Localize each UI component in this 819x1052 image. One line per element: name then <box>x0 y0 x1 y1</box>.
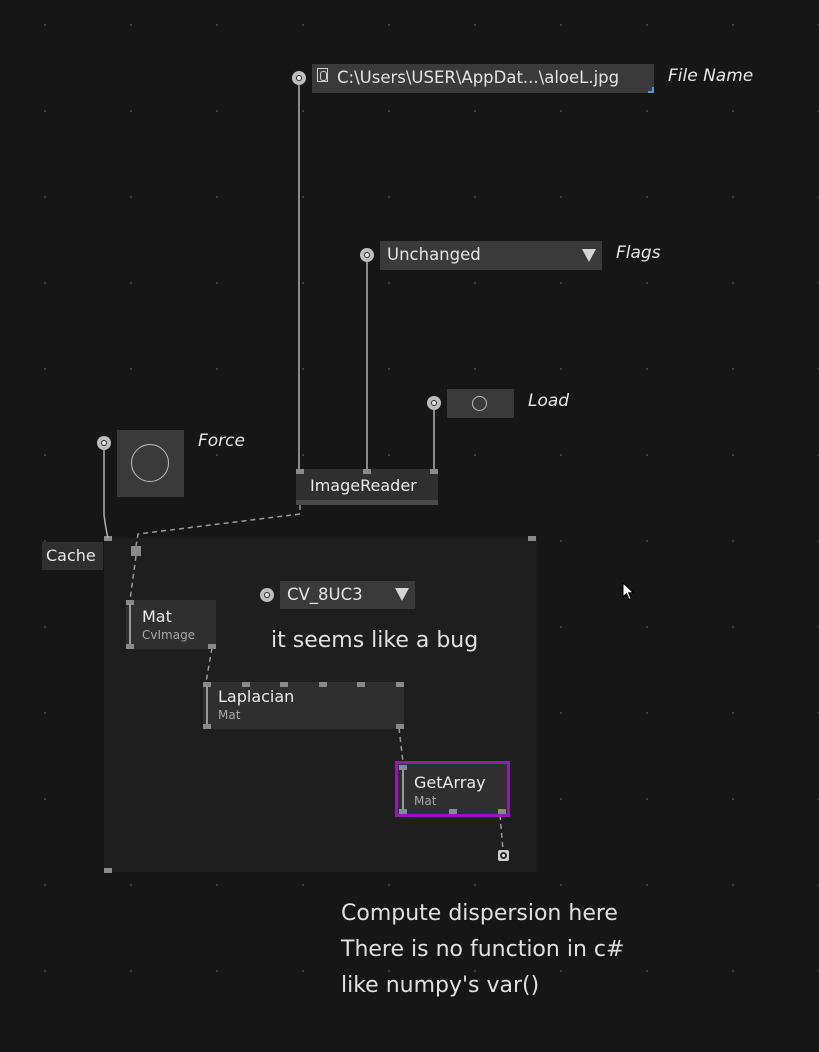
mat-subtitle: CvImage <box>142 628 196 642</box>
laplacian-node[interactable]: Laplacian Mat <box>203 682 404 729</box>
getarray-title: GetArray <box>414 773 486 792</box>
load-bang-button[interactable] <box>447 389 514 418</box>
laplacian-subtitle: Mat <box>218 708 241 722</box>
cache-output-pin[interactable] <box>498 850 509 861</box>
force-label: Force <box>198 431 245 451</box>
input-port[interactable] <box>203 682 211 687</box>
depth-dropdown[interactable]: CV_8UC3 <box>280 581 415 609</box>
dispersion-comment[interactable]: Compute dispersion here There is no func… <box>341 896 624 1004</box>
cache-region-corner <box>528 536 536 541</box>
bug-comment[interactable]: it seems like a bug <box>271 628 479 653</box>
cache-label[interactable]: Cache <box>42 542 103 570</box>
input-port[interactable] <box>363 469 371 474</box>
node-side-bar <box>206 686 208 724</box>
resize-handle[interactable] <box>648 87 654 93</box>
input-port[interactable] <box>296 469 304 474</box>
cache-region-corner <box>104 868 112 873</box>
comment-line: like numpy's var() <box>341 973 540 998</box>
load-label: Load <box>528 391 570 411</box>
dropdown-arrow-icon <box>395 588 409 601</box>
input-port[interactable] <box>280 682 288 687</box>
circle-icon <box>472 396 487 411</box>
input-port[interactable] <box>242 682 250 687</box>
output-port[interactable] <box>399 809 407 814</box>
output-port[interactable] <box>449 809 457 814</box>
flags-label: Flags <box>616 243 661 263</box>
file-icon <box>317 68 328 82</box>
input-port[interactable] <box>399 765 407 770</box>
output-port[interactable] <box>396 724 404 729</box>
image-reader-title: ImageReader <box>310 476 417 495</box>
mouse-cursor-icon <box>622 582 635 601</box>
force-pin[interactable] <box>97 436 111 450</box>
node-side-bar <box>402 769 404 809</box>
file-name-pin[interactable] <box>292 71 306 85</box>
flags-value: Unchanged <box>387 245 481 264</box>
comment-line: Compute dispersion here <box>341 901 618 926</box>
flags-pin[interactable] <box>360 248 374 262</box>
getarray-node[interactable]: GetArray Mat <box>395 761 510 817</box>
input-port[interactable] <box>430 469 438 474</box>
getarray-subtitle: Mat <box>414 794 437 808</box>
dropdown-arrow-icon <box>582 249 596 262</box>
cache-input-port[interactable] <box>104 536 112 541</box>
node-side-bar <box>129 604 131 644</box>
image-reader-node[interactable]: ImageReader <box>296 469 438 505</box>
cache-inner-port[interactable] <box>131 546 141 556</box>
output-port[interactable] <box>126 644 134 649</box>
input-port[interactable] <box>357 682 365 687</box>
force-bang-button[interactable] <box>117 430 184 497</box>
output-port[interactable] <box>498 809 506 814</box>
node-bottom-bar <box>296 500 438 505</box>
circle-icon <box>131 444 169 482</box>
input-port[interactable] <box>396 682 404 687</box>
output-port[interactable] <box>203 724 211 729</box>
file-name-field[interactable]: C:\Users\USER\AppDat...\aloeL.jpg <box>312 64 654 93</box>
output-port[interactable] <box>208 644 216 649</box>
file-name-label: File Name <box>668 66 754 86</box>
flags-dropdown[interactable]: Unchanged <box>380 241 602 270</box>
depth-value: CV_8UC3 <box>287 585 363 604</box>
input-port[interactable] <box>319 682 327 687</box>
mat-title: Mat <box>142 607 172 626</box>
load-pin[interactable] <box>427 396 441 410</box>
depth-pin[interactable] <box>260 588 274 602</box>
laplacian-title: Laplacian <box>218 687 295 706</box>
file-name-value: C:\Users\USER\AppDat...\aloeL.jpg <box>337 68 620 87</box>
mat-node[interactable]: Mat CvImage <box>126 600 216 649</box>
input-port[interactable] <box>126 600 134 605</box>
comment-line: There is no function in c# <box>341 937 625 962</box>
